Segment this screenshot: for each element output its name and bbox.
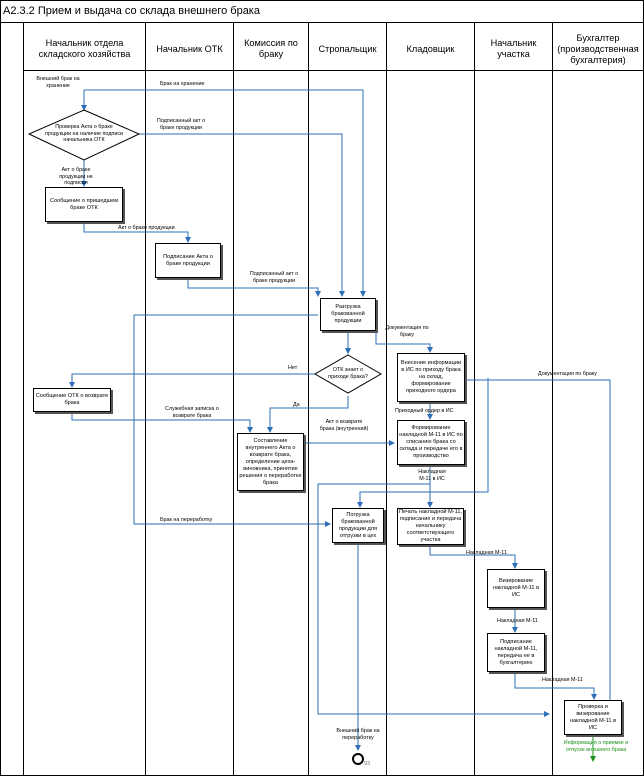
label-ext-defect-storage: Внешний брак на хранение	[36, 76, 80, 89]
lane-header-section-head: Начальник участка	[490, 38, 537, 59]
label-defect-processing: Брак на переработку	[160, 517, 213, 523]
label-m11-b: Накладная М-11	[497, 618, 538, 624]
task-msg-otk-return: Сообщение ОТК о возврате брака	[33, 388, 111, 412]
label-defect-storage: Брак на хранение	[160, 81, 205, 87]
label-memo: Служебная записка о возврате брака	[165, 406, 219, 419]
lane-header-otk-head: Начальник ОТК	[156, 43, 223, 54]
task-sign-m11: Подписание накладной М-11, передача ее в…	[487, 633, 545, 672]
lane-dividers	[145, 22, 553, 776]
decision-otk-knows	[313, 354, 383, 394]
decision-check-act	[27, 109, 141, 161]
label-yes: Да	[293, 402, 300, 408]
lane-header-defect-commission: Комиссия по браку	[244, 38, 298, 59]
label-no: Нет	[288, 365, 298, 371]
label-m11-a: Накладная М-11	[466, 550, 507, 556]
task-load: Погрузка бракованной продукции для отгру…	[332, 508, 384, 543]
label-act-defect: Акт о браке продукции	[118, 225, 175, 231]
lane-header-warehouse-head: Начальник отдела складского хозяйства	[38, 38, 131, 59]
label-docs-2: Документация по браку	[538, 371, 597, 377]
lane-header-slinger: Стропальщик	[318, 43, 377, 54]
task-form-m11: Формирование накладной М-11 в ИС по спис…	[397, 420, 465, 465]
label-signed-act-1: Подписанный акт о браке продукции	[156, 118, 206, 131]
label-docs-1: Документация по браку	[385, 325, 429, 338]
page-title: А2.3.2 Прием и выдача со склада внешнего…	[3, 5, 260, 17]
end-event	[352, 753, 364, 765]
task-msg-otk-defect: Сообщение о пришедшем браке ОТК	[45, 187, 123, 222]
task-print-m11: Печать накладной М-11, подписание и пере…	[397, 508, 464, 545]
task-enter-is: Внесение информации в ИС по приходу брак…	[397, 353, 465, 402]
task-compose-act: Составление внутреннего Акта о возврате …	[237, 433, 304, 491]
decision-check-act-text: Проверка Акта о браке продукции на налич…	[44, 124, 124, 144]
task-check-visa: Проверка и визирование накладной М-11 в …	[564, 700, 622, 735]
label-act-return: Акт о возврате брака (внутренний)	[319, 419, 369, 432]
task-sign-act: Подписание Акта о браке продукции	[155, 243, 221, 278]
task-visa-m11: Визирование накладной М-11 в ИС	[487, 569, 545, 608]
label-act-not-signed: Акт о браке продукции не подписан	[59, 167, 93, 187]
label-signed-act-2: Подписанный акт о браке продукции	[249, 271, 299, 284]
label-ext-defect-processing: Внешний брак на переработку	[336, 728, 380, 741]
decision-otk-knows-text: ОТК знает о приходе брака?	[328, 367, 368, 380]
label-info-out: Информация о приемке и отпуске внешнего …	[563, 740, 629, 753]
lane-header-accountant: Бухгалтер (производственная бухгалтерия)	[557, 32, 639, 65]
end-event-number: 93	[364, 761, 370, 767]
lane-header-storekeeper: Кладовщик	[406, 43, 455, 54]
label-receipt-order: Приходный ордер в ИС	[395, 408, 454, 414]
task-unload: Разгрузка бракованной продукции	[320, 298, 376, 331]
label-m11-is: Накладная М-11 в ИС	[418, 469, 446, 482]
label-m11-c: Накладная М-11	[542, 677, 583, 683]
